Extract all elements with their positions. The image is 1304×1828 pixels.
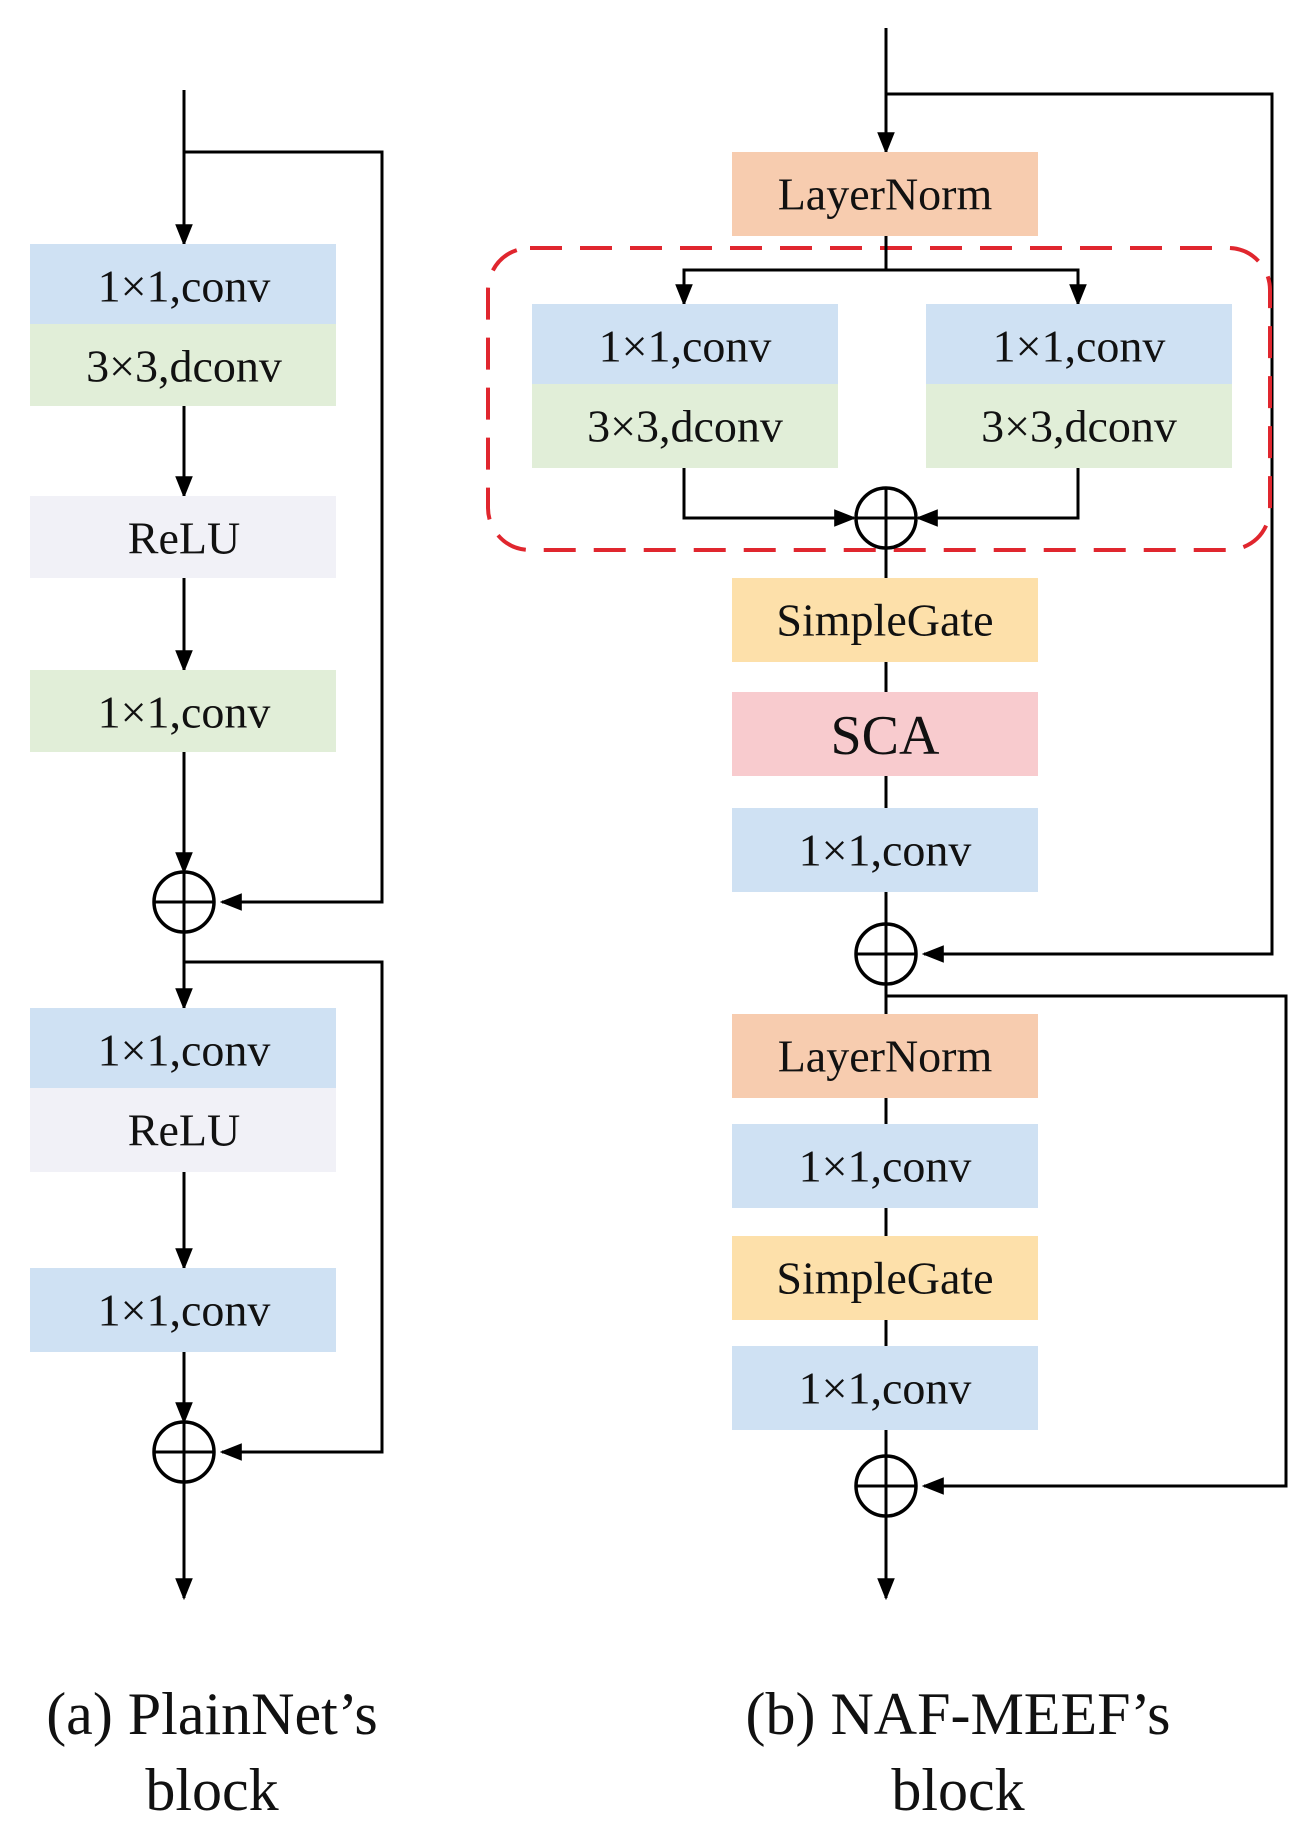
nafmeef-layernorm2-box bbox=[732, 1014, 1038, 1098]
plainnet-conv4-label: 1×1,conv bbox=[98, 1285, 271, 1336]
nafmeef-branch-left-dconv-box bbox=[532, 384, 838, 468]
nafmeef-branch-sum-node bbox=[854, 486, 918, 550]
nafmeef-arrow-to-right-branch bbox=[886, 268, 1087, 307]
nafmeef-conv-after-sca-label: 1×1,conv bbox=[799, 825, 972, 876]
plainnet-conv1-box bbox=[30, 244, 336, 324]
plainnet-conv4-box bbox=[30, 1268, 336, 1352]
plainnet-relu2-box bbox=[30, 1088, 336, 1172]
nafmeef-branch-right-conv-label: 1×1,conv bbox=[993, 321, 1166, 372]
nafmeef-sum-node-2 bbox=[854, 1454, 918, 1518]
plainnet-caption-line1: (a) PlainNet’s bbox=[46, 1681, 378, 1747]
nafmeef-simplegate2-label: SimpleGate bbox=[776, 1253, 993, 1304]
nafmeef-left-branch-to-sum bbox=[682, 468, 857, 527]
nafmeef-simplegate1-box bbox=[732, 578, 1038, 662]
nafmeef-conv-ffn1-box bbox=[732, 1124, 1038, 1208]
plainnet-relu2-label: ReLU bbox=[128, 1105, 240, 1156]
plainnet-caption-line2: block bbox=[145, 1757, 278, 1823]
plainnet-conv1-label: 1×1,conv bbox=[98, 261, 271, 312]
nafmeef-skip-connection-1 bbox=[886, 92, 1274, 963]
plainnet-relu1-box bbox=[30, 496, 336, 578]
nafmeef-sum-node-1 bbox=[854, 922, 918, 986]
plainnet-sum-node-2 bbox=[152, 1420, 216, 1484]
nafmeef-caption-line1: (b) NAF-MEEF’s bbox=[745, 1681, 1170, 1747]
plainnet-sum-node-1 bbox=[152, 870, 216, 934]
plainnet-conv3-label: 1×1,conv bbox=[98, 1025, 271, 1076]
plainnet-conv3-box bbox=[30, 1008, 336, 1088]
plainnet-skip-connection-2 bbox=[184, 960, 384, 1461]
nafmeef-block: LayerNorm 1×1,conv 3×3,dconv 1×1,conv 3×… bbox=[486, 28, 1288, 1823]
nafmeef-branch-right-dconv-box bbox=[926, 384, 1232, 468]
nafmeef-right-branch-to-sum bbox=[915, 468, 1080, 527]
nafmeef-caption-line2: block bbox=[891, 1757, 1024, 1823]
nafmeef-branch-right-conv-box bbox=[926, 304, 1232, 384]
plainnet-dconv-box bbox=[30, 324, 336, 406]
nafmeef-simplegate1-label: SimpleGate bbox=[776, 595, 993, 646]
nafmeef-branch-left-conv-label: 1×1,conv bbox=[599, 321, 772, 372]
nafmeef-conv-ffn2-box bbox=[732, 1346, 1038, 1430]
nafmeef-conv-ffn2-label: 1×1,conv bbox=[799, 1363, 972, 1414]
nafmeef-conv-ffn1-label: 1×1,conv bbox=[799, 1141, 972, 1192]
plainnet-skip-connection-1 bbox=[184, 150, 384, 911]
nafmeef-arrow-to-left-branch bbox=[675, 268, 886, 307]
nafmeef-multibranch-dashed-region bbox=[486, 246, 1272, 552]
plainnet-conv2-label: 1×1,conv bbox=[98, 687, 271, 738]
nafmeef-conv-after-sca-box bbox=[732, 808, 1038, 892]
nafmeef-branch-right-dconv-label: 3×3,dconv bbox=[981, 401, 1177, 452]
nafmeef-branch-left-dconv-label: 3×3,dconv bbox=[587, 401, 783, 452]
plainnet-block: 1×1,conv 3×3,dconv ReLU 1×1,conv 1×1,con… bbox=[30, 90, 384, 1823]
plainnet-dconv-label: 3×3,dconv bbox=[86, 341, 282, 392]
nafmeef-simplegate2-box bbox=[732, 1236, 1038, 1320]
nafmeef-sca-label: SCA bbox=[831, 705, 940, 767]
nafmeef-layernorm1-label: LayerNorm bbox=[778, 169, 993, 220]
plainnet-relu1-label: ReLU bbox=[128, 513, 240, 564]
nafmeef-layernorm2-label: LayerNorm bbox=[778, 1031, 993, 1082]
nafmeef-branch-left-conv-box bbox=[532, 304, 838, 384]
plainnet-conv2-box bbox=[30, 670, 336, 752]
nafmeef-layernorm1-box bbox=[732, 152, 1038, 236]
nafmeef-sca-box bbox=[732, 692, 1038, 776]
nafmeef-skip-connection-2 bbox=[886, 994, 1288, 1495]
